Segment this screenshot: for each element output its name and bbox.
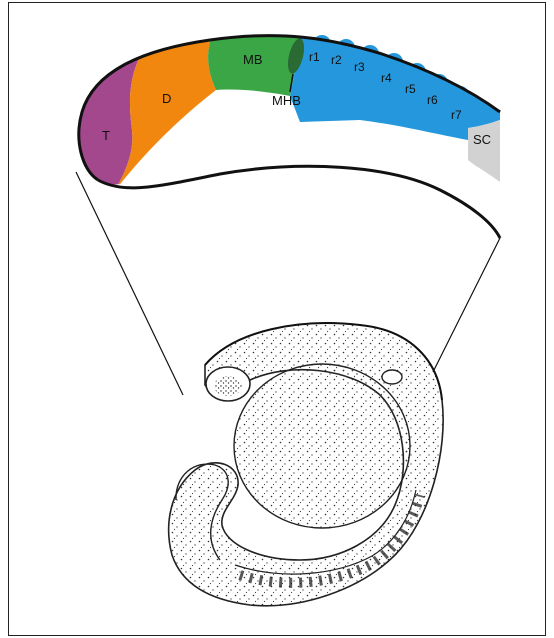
label-T: T [102, 128, 110, 143]
ventral-curve [98, 166, 500, 238]
eye-inner [214, 376, 242, 396]
label-r3: r3 [354, 60, 365, 74]
label-r2: r2 [331, 53, 342, 67]
embryo-illustration [169, 323, 443, 606]
zoom-line-left [76, 172, 183, 395]
yolk [234, 364, 410, 528]
label-MB: MB [243, 52, 263, 67]
label-SC: SC [473, 132, 491, 147]
label-D: D [162, 91, 171, 106]
label-r1: r1 [309, 50, 320, 64]
otic-vesicle [382, 370, 402, 384]
label-MHB: MHB [272, 93, 301, 108]
label-r7: r7 [451, 108, 462, 122]
zoom-line-right [433, 238, 500, 372]
label-r5: r5 [405, 82, 416, 96]
label-r4: r4 [381, 71, 392, 85]
label-r6: r6 [427, 93, 438, 107]
